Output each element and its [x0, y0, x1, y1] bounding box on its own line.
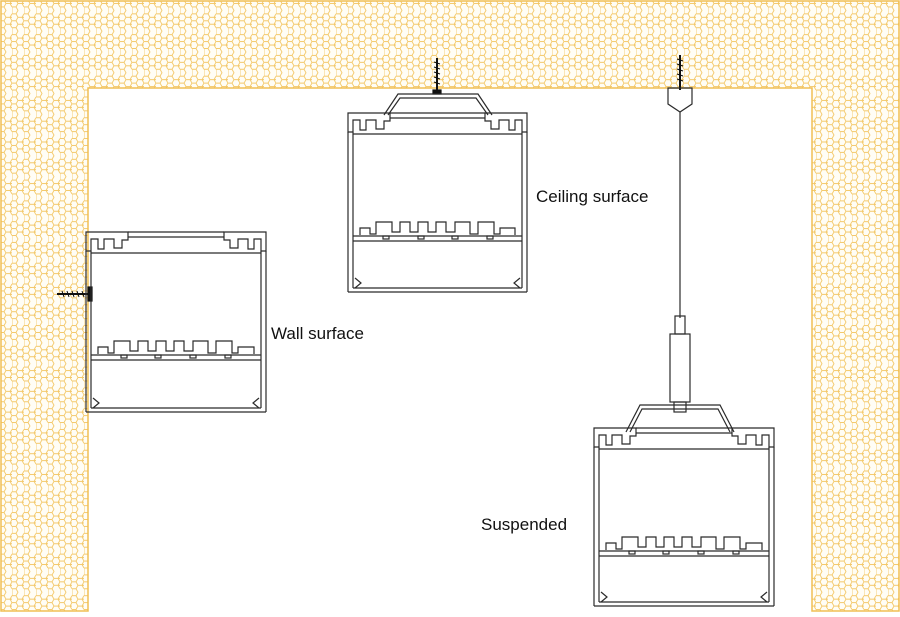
ceiling-surface-label: Ceiling surface: [536, 187, 649, 206]
suspended-label: Suspended: [481, 515, 568, 534]
wall-screw-icon: [57, 286, 93, 302]
wall-surface-label: Wall surface: [271, 324, 364, 343]
suspended-profile: [593, 427, 775, 607]
ceiling-bracket: [383, 93, 493, 116]
suspension-screw-icon: [676, 55, 684, 90]
ceiling-cup: [667, 87, 693, 113]
ceiling-mount-fixture: [347, 58, 528, 293]
suspended-bracket: [625, 404, 735, 433]
wall-profile: [85, 231, 267, 413]
suspended-fixture: [593, 55, 775, 607]
wall-mount-fixture: [57, 231, 267, 413]
cable-gripper: [669, 315, 691, 413]
ceiling-profile: [347, 112, 528, 293]
